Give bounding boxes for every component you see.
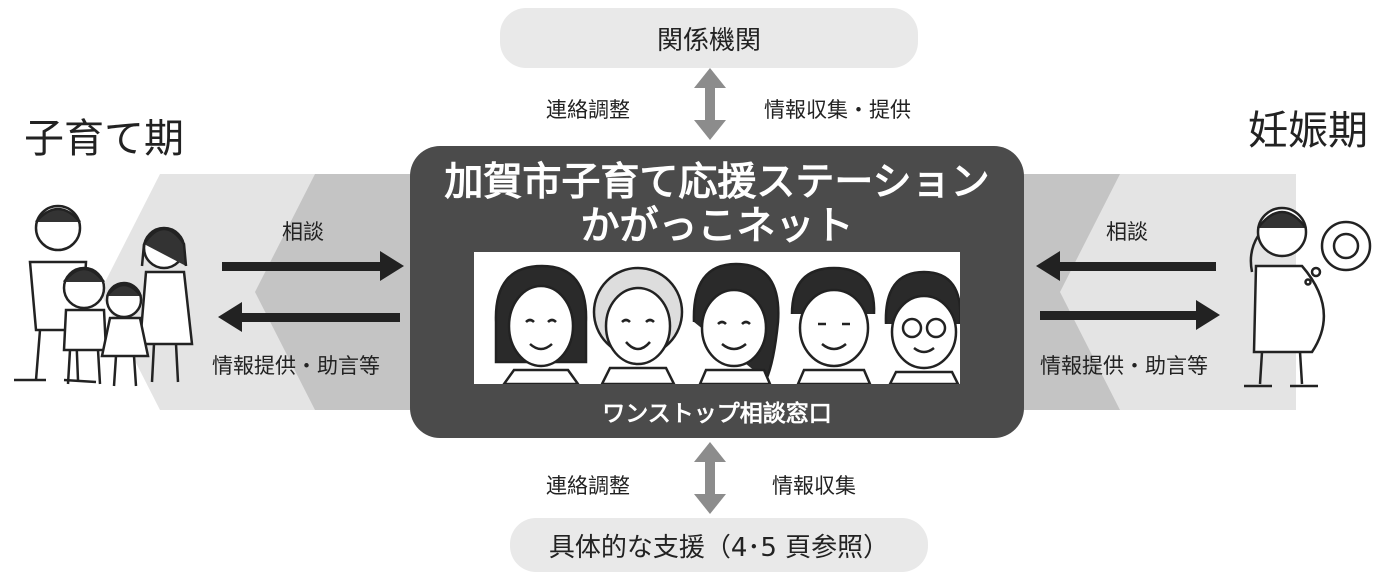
bottom-info-label: 情報収集 [772, 474, 856, 498]
right-info-arrow [1040, 300, 1220, 330]
staff-faces [494, 262, 962, 386]
left-info-arrow [218, 302, 400, 332]
right-consult-arrow [1036, 251, 1216, 281]
top-info-label: 情報収集・提供 [764, 98, 911, 122]
staff-face [592, 266, 684, 386]
left-consult-arrow [222, 251, 404, 281]
right-consult-label: 相談 [1106, 220, 1148, 244]
bottom-coordination-label: 連絡調整 [546, 474, 630, 498]
staff-face [884, 270, 962, 386]
right-info-label: 情報提供・助言等 [1040, 354, 1208, 378]
staff-face [494, 264, 588, 386]
station-title-line1: 加賀市子育て応援ステーション [444, 160, 990, 205]
top-coordination-label: 連絡調整 [546, 98, 630, 122]
staff-face [692, 262, 780, 386]
related-agencies-label: 関係機関 [656, 25, 761, 56]
bottom-link-arrow [694, 442, 726, 514]
left-consult-label: 相談 [282, 220, 324, 244]
concrete-support-label: 具体的な支援（4･5 頁参照） [548, 532, 890, 563]
left-info-label: 情報提供・助言等 [212, 354, 380, 378]
pregnancy-period-heading: 妊娠期 [1248, 108, 1368, 154]
staff-portraits [474, 252, 962, 386]
top-link-arrow [694, 68, 726, 140]
left-band-dark [255, 174, 420, 410]
right-band-dark [1010, 174, 1120, 410]
pregnant-woman-illustration [1244, 206, 1372, 388]
station-title-line2: かがっこネット [580, 204, 854, 249]
concrete-support-node: 具体的な支援（4･5 頁参照） [510, 518, 928, 572]
family-illustration [14, 204, 194, 387]
related-agencies-node: 関係機関 [500, 8, 918, 68]
staff-face [790, 266, 876, 386]
one-stop-window-label: ワンストップ相談窓口 [602, 401, 832, 427]
child-rearing-period-heading: 子育て期 [24, 116, 184, 162]
